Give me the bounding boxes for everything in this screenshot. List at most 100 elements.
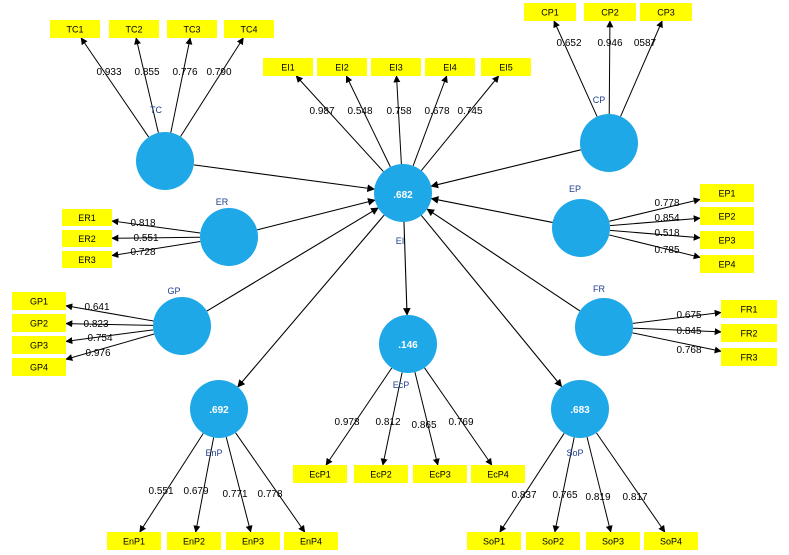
construct-name: FR: [593, 284, 605, 294]
loading-value: 0.837: [511, 490, 536, 501]
path-arrow: [256, 198, 376, 231]
loading-arrow: [225, 436, 253, 533]
loading-value: 0.790: [206, 67, 231, 78]
construct-name: ER: [216, 197, 229, 207]
construct-name: TC: [150, 105, 162, 115]
indicator-label: EnP4: [300, 537, 322, 547]
loading-value: 0.679: [183, 486, 208, 497]
indicator-box: [471, 465, 525, 483]
indicator-box: [226, 532, 280, 550]
loading-arrow: [420, 75, 500, 171]
loading-value: 0.771: [222, 489, 247, 500]
indicator-label: EI4: [443, 63, 457, 73]
loading-arrow: [111, 234, 201, 242]
construct-circle: [374, 164, 432, 222]
indicator-box: [12, 292, 66, 310]
loading-value: 0.548: [347, 106, 372, 117]
loading-arrow: [65, 320, 154, 328]
indicator-label: CP3: [657, 8, 675, 18]
loading-arrow: [295, 75, 384, 172]
indicator-label: EP3: [718, 236, 735, 246]
loading-value: 0.976: [85, 348, 110, 359]
loading-arrow: [632, 332, 722, 354]
loading-value: 0.823: [83, 319, 108, 330]
indicator-box: [317, 58, 367, 76]
loading-arrow: [552, 437, 575, 533]
loading-value: 0.758: [386, 106, 411, 117]
path-arrow: [237, 214, 385, 388]
arrow-layer: [65, 20, 722, 533]
path-arrow: [430, 149, 581, 189]
indicator-label: FR2: [740, 329, 757, 339]
indicator-label: EnP3: [242, 537, 264, 547]
path-arrow: [420, 215, 563, 388]
loading-arrow: [632, 327, 722, 336]
indicator-layer: [12, 3, 777, 550]
loading-arrow: [586, 437, 613, 533]
loading-value: 0.551: [148, 486, 173, 497]
r-squared-value: .682: [393, 190, 413, 201]
label-layer: TC10.933TC20.855TC30.776TC40.790CP10.652…: [30, 8, 758, 547]
loading-value: 0.987: [309, 106, 334, 117]
r-squared-value: .692: [209, 405, 229, 416]
loading-arrow: [632, 309, 722, 324]
indicator-box: [107, 532, 161, 550]
indicator-box: [62, 209, 112, 226]
construct-name: EI: [396, 236, 405, 246]
indicator-box: [524, 3, 576, 21]
indicator-box: [700, 255, 754, 273]
indicator-label: SoP4: [660, 537, 682, 547]
indicator-box: [293, 465, 347, 483]
construct-name: SoP: [566, 448, 583, 458]
indicator-box: [721, 324, 777, 342]
indicator-label: SoP2: [542, 537, 564, 547]
loading-value: 0.641: [84, 302, 109, 313]
indicator-box: [700, 231, 754, 249]
loading-value: 0.817: [622, 492, 647, 503]
loading-arrow: [111, 241, 201, 259]
indicator-box: [526, 532, 580, 550]
construct-circle: [551, 380, 609, 438]
loading-value: 0.776: [172, 67, 197, 78]
indicator-label: ER3: [78, 255, 96, 265]
construct-name: GP: [167, 286, 180, 296]
loading-arrow: [139, 433, 204, 533]
indicator-box: [62, 230, 112, 247]
indicator-label: EcP4: [487, 470, 509, 480]
loading-value: 0.819: [585, 492, 610, 503]
indicator-label: FR1: [740, 305, 757, 315]
construct-name: CP: [593, 95, 606, 105]
r-squared-value: .146: [398, 340, 418, 351]
indicator-label: TC2: [125, 25, 142, 35]
loading-value: 0.652: [556, 38, 581, 49]
indicator-label: EP1: [718, 189, 735, 199]
loading-arrow: [609, 215, 701, 227]
indicator-box: [12, 336, 66, 354]
loading-value: 0.778: [257, 489, 282, 500]
indicator-label: EI2: [335, 63, 349, 73]
loading-value: 0.678: [424, 106, 449, 117]
loading-arrow: [65, 333, 155, 361]
indicator-label: GP4: [30, 363, 48, 373]
indicator-label: FR3: [740, 353, 757, 363]
construct-circle: [190, 380, 248, 438]
path-arrow: [193, 164, 376, 193]
indicator-label: ER2: [78, 234, 96, 244]
indicator-label: EI3: [389, 63, 403, 73]
indicator-box: [371, 58, 421, 76]
loading-value: 0.765: [552, 490, 577, 501]
indicator-box: [584, 3, 636, 21]
construct-circle: [200, 208, 258, 266]
loading-value: 0.675: [676, 310, 701, 321]
loading-arrow: [380, 372, 403, 466]
loading-value: 0.854: [654, 213, 679, 224]
loading-arrow: [596, 432, 666, 533]
path-arrow: [206, 207, 379, 312]
indicator-box: [284, 532, 338, 550]
indicator-box: [425, 58, 475, 76]
loading-arrow: [180, 37, 244, 137]
indicator-label: EnP1: [123, 537, 145, 547]
indicator-label: EI5: [499, 63, 513, 73]
loading-arrow: [235, 432, 306, 533]
